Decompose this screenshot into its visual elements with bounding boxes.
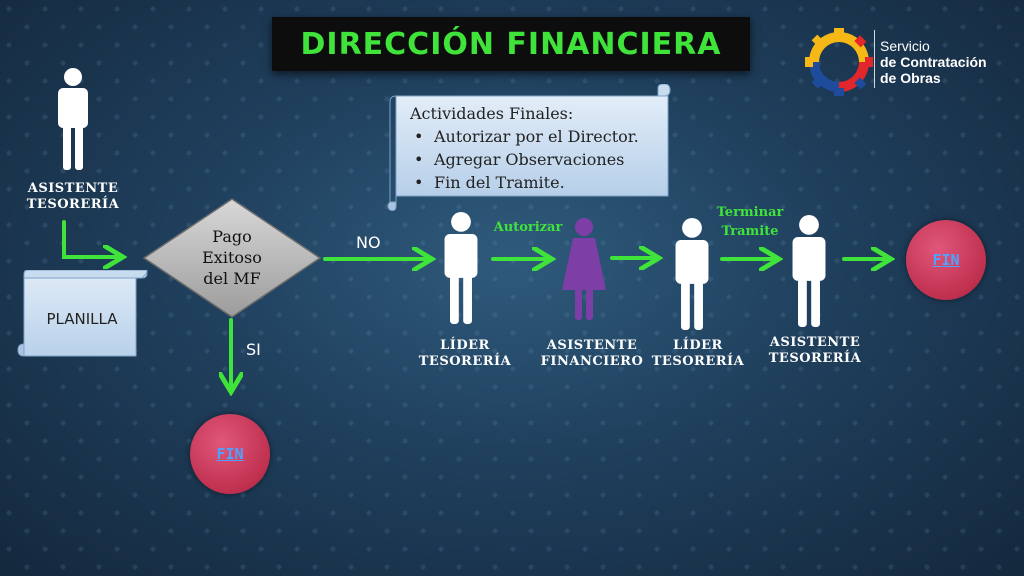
activities-title: Actividades Finales: xyxy=(410,104,574,123)
decision-line: del MF xyxy=(203,269,261,288)
logo-line-3: de Obras xyxy=(880,70,941,86)
si-label: SI xyxy=(246,340,261,359)
role-asistente-tesoreria-2: ASISTENTE TESORERÍA xyxy=(757,335,873,367)
planilla-label: PLANILLA xyxy=(46,310,118,328)
role-line: LÍDER xyxy=(440,338,490,353)
role-line: FINANCIERO xyxy=(540,354,644,369)
title-banner: DIRECCIÓN FINANCIERA xyxy=(272,17,750,71)
role-lider-tesoreria-2: LÍDER TESORERÍA xyxy=(640,338,756,370)
logo-line-2: de Contratación xyxy=(880,54,987,70)
logo-text: Servicio de Contratación de Obras xyxy=(880,38,987,86)
fin-link[interactable]: FIN xyxy=(932,251,960,269)
activity-item: Fin del Tramite. xyxy=(410,171,670,194)
role-asistente-tesoreria: ASISTENTE TESORERÍA xyxy=(8,181,138,213)
decision-line: Exitoso xyxy=(202,248,262,267)
logo-divider xyxy=(874,30,875,88)
activity-item: Agregar Observaciones xyxy=(410,148,670,171)
fin-circle-end[interactable]: FIN xyxy=(906,220,986,300)
role-lider-tesoreria: LÍDER TESORERÍA xyxy=(405,338,525,370)
role-line: ASISTENTE xyxy=(546,338,638,353)
activities-box: Actividades Finales: Autorizar por el Di… xyxy=(410,103,670,194)
role-line: ASISTENTE xyxy=(27,181,119,196)
page-title: DIRECCIÓN FINANCIERA xyxy=(300,26,722,62)
decision-line: Pago xyxy=(212,227,252,246)
role-line: TESORERÍA xyxy=(418,354,512,369)
role-asistente-financiero: ASISTENTE FINANCIERO xyxy=(534,338,650,370)
activity-item: Autorizar por el Director. xyxy=(410,125,670,148)
autorizar-label: Autorizar xyxy=(493,220,563,235)
role-line: LÍDER xyxy=(673,338,723,353)
role-line: TESORERÍA xyxy=(768,351,862,366)
role-line: TESORERÍA xyxy=(651,354,745,369)
terminar-line: Tramite xyxy=(721,224,779,239)
planilla-scroll-shape xyxy=(17,270,148,357)
decision-diamond-shape xyxy=(142,198,322,318)
terminar-line: Terminar xyxy=(716,205,784,220)
role-line: ASISTENTE xyxy=(769,335,861,350)
role-line: TESORERÍA xyxy=(26,197,120,212)
fin-circle-si[interactable]: FIN xyxy=(190,414,270,494)
no-label: NO xyxy=(356,233,381,252)
logo-line-1: Servicio xyxy=(880,38,930,54)
decision-label: Pago Exitoso del MF xyxy=(182,226,282,289)
fin-link[interactable]: FIN xyxy=(216,445,244,463)
gear-logo-icon xyxy=(805,28,873,96)
terminar-tramite-label: Terminar Tramite xyxy=(700,203,800,241)
arrow-to-decision xyxy=(62,220,119,257)
